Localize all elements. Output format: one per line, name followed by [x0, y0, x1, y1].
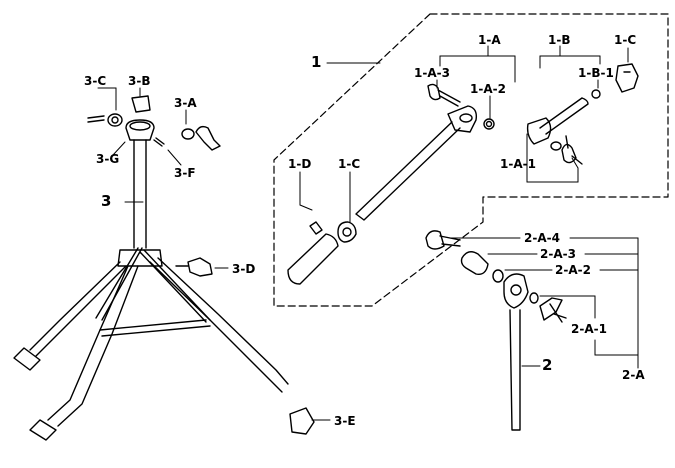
mast	[133, 139, 147, 249]
label-1-B: 1-B	[548, 33, 571, 47]
wing-nut-2-A-1	[539, 297, 567, 323]
knob-3-D	[175, 257, 213, 277]
screw-3-C	[87, 115, 105, 123]
boom-arm-assembly	[287, 63, 639, 285]
label-1-A-1: 1-A-1	[500, 157, 536, 171]
label-1-D: 1-D	[288, 157, 312, 171]
mount-assembly	[425, 230, 567, 431]
label-1-A-2: 1-A-2	[470, 82, 506, 96]
label-2-A-2: 2-A-2	[555, 263, 591, 277]
foot-cap-3-E	[289, 407, 315, 435]
label-1-C-top: 1-C	[614, 33, 637, 47]
rod-clamp	[526, 117, 552, 145]
label-2-A-3: 2-A-3	[540, 247, 576, 261]
boom-tube	[355, 121, 461, 221]
clip-1-C-top	[615, 63, 639, 93]
label-3-D: 3-D	[232, 262, 256, 276]
tripod-stand	[13, 95, 315, 441]
label-1-B-1: 1-B-1	[578, 66, 614, 80]
label-2-A-1: 2-A-1	[571, 322, 607, 336]
label-3-B: 3-B	[128, 74, 151, 88]
label-1-A: 1-A	[478, 33, 501, 47]
label-3-G: 3-G	[96, 152, 120, 166]
wing-3-A	[195, 125, 221, 151]
leg-front	[47, 265, 139, 427]
braces	[95, 247, 211, 337]
cross-rod-1-B	[539, 97, 589, 135]
screw-1-B-1	[591, 89, 601, 99]
label-3: 3	[101, 192, 112, 210]
washer-2-A-2	[492, 269, 504, 283]
boom-clamp-head	[447, 105, 478, 133]
label-1-C-mid: 1-C	[338, 157, 361, 171]
label-2: 2	[542, 356, 553, 374]
assembly-1-outline	[273, 13, 669, 307]
leg-left	[29, 261, 127, 357]
label-3-E: 3-E	[334, 414, 356, 428]
label-1-A-3: 1-A-3	[414, 66, 450, 80]
wing-bolt-1-A-1	[561, 135, 583, 165]
bolt-1-A-3	[427, 83, 461, 107]
leader-lines	[97, 45, 639, 421]
foot-front	[29, 419, 57, 441]
tube-2	[509, 309, 521, 431]
leg-right	[149, 257, 289, 393]
foot-left	[13, 347, 41, 371]
label-3-A: 3-A	[174, 96, 197, 110]
label-2-A-4: 2-A-4	[524, 231, 560, 245]
bolt-2-A-4	[425, 230, 461, 250]
label-2-A: 2-A	[622, 368, 645, 382]
hub	[117, 249, 163, 267]
label-1: 1	[311, 53, 322, 71]
label-3-F: 3-F	[174, 166, 196, 180]
cylinder-2-A-3	[460, 251, 489, 275]
end-cap-1-D	[287, 233, 339, 285]
nut-1-A-2	[483, 118, 495, 130]
top-fitting	[125, 119, 155, 141]
label-3-C: 3-C	[84, 74, 107, 88]
knob-3-B	[131, 95, 151, 113]
collar-1-C	[337, 221, 357, 243]
grub-screw-3-F	[153, 137, 165, 147]
clamp-body-2	[503, 273, 529, 309]
